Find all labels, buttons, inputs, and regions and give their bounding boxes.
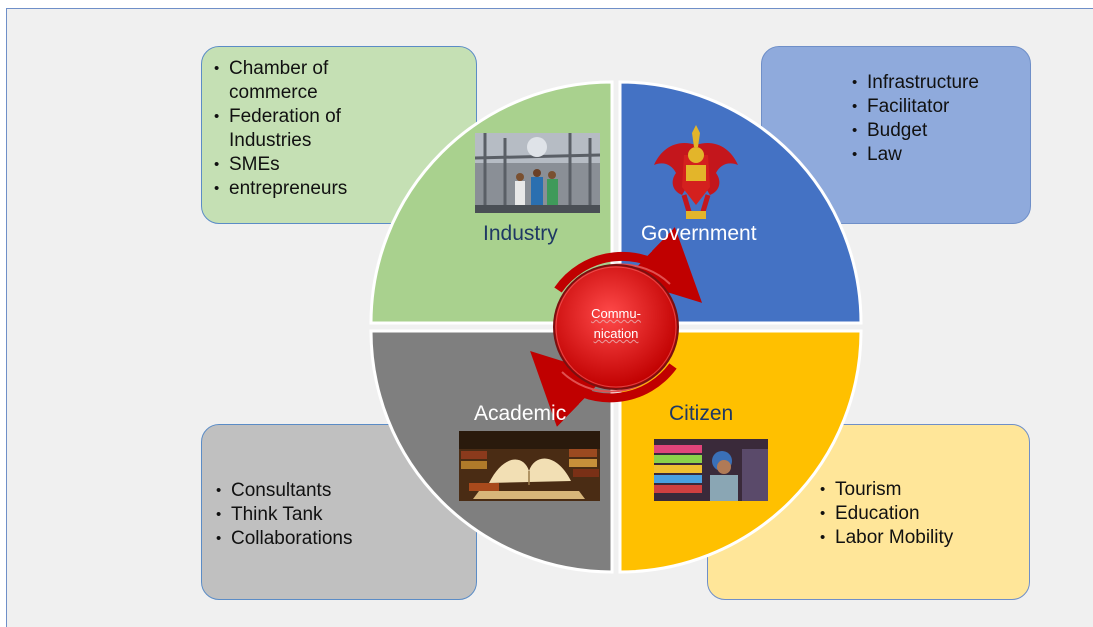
industry-members-box: Chamber of commerce Federation of Indust… (201, 46, 477, 224)
cycle-arrow-top (554, 227, 703, 303)
communication-label-line1: Commu- (591, 306, 641, 321)
list-item: Education (818, 502, 1029, 526)
academic-label: Academic (474, 402, 567, 425)
list-item: Labor Mobility (818, 526, 1029, 550)
citizen-label: Citizen (669, 402, 734, 425)
communication-label-line2: nication (593, 326, 639, 341)
list-item: Federation of Industries (212, 105, 369, 153)
government-roles-list: Infrastructure Facilitator Budget Law (850, 71, 1030, 167)
citizen-roles-list: Tourism Education Labor Mobility (818, 478, 1029, 550)
list-item: Law (850, 143, 1030, 167)
academic-roles-box: Consultants Think Tank Collaborations (201, 424, 477, 600)
hub-highlight (555, 266, 677, 388)
academic-roles-list: Consultants Think Tank Collaborations (214, 479, 476, 551)
list-item: Chamber of commerce (212, 57, 349, 105)
list-item: Tourism (818, 478, 1029, 502)
garuda-emblem-icon (648, 125, 744, 221)
list-item: Infrastructure (850, 71, 1030, 95)
communication-label: Commu- nication (573, 304, 659, 344)
list-item: Facilitator (850, 95, 1030, 119)
factory-workers-photo (475, 133, 600, 213)
communication-hub (553, 264, 679, 390)
list-item: SMEs (212, 153, 476, 177)
open-books-photo (459, 431, 600, 501)
list-item: Budget (850, 119, 1030, 143)
list-item: Collaborations (214, 527, 476, 551)
cycle-arrow-bottom (530, 351, 677, 427)
list-item: entrepreneurs (212, 177, 476, 201)
industry-members-list: Chamber of commerce Federation of Indust… (212, 57, 476, 201)
list-item: Consultants (214, 479, 476, 503)
textile-worker-photo (654, 439, 768, 501)
government-label: Government (641, 222, 757, 245)
industry-label: Industry (483, 222, 558, 245)
list-item: Think Tank (214, 503, 476, 527)
